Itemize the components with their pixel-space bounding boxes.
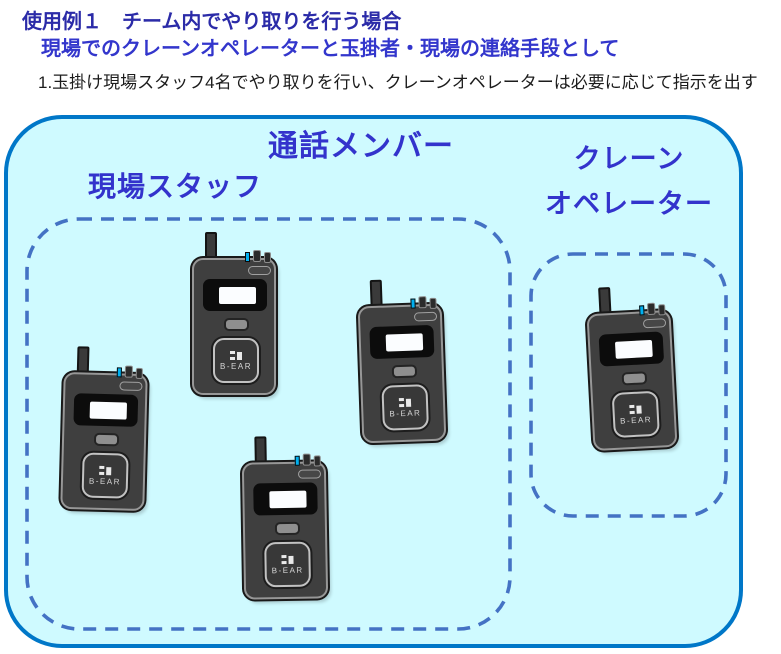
crane-operator-label: クレーン オペレーター (531, 137, 727, 227)
usage-example-note: 1.玉掛け現場スタッフ4名でやり取りを行い、クレーンオペレーターは必要に応じて指… (38, 73, 758, 92)
crane-operator-label-line2: オペレーター (545, 189, 713, 219)
group-boundaries (25, 217, 728, 631)
site-staff-label: 現場スタッフ (88, 171, 263, 202)
crane-operator-boundary (529, 252, 728, 518)
call-members-title: 通話メンバー (268, 130, 454, 163)
usage-example-title: 使用例１ チーム内でやり取りを行う場合 (22, 11, 402, 33)
call-members-panel: 通話メンバー 現場スタッフ クレーン オペレーター (4, 115, 743, 648)
crane-operator-label-line1: クレーン (573, 144, 685, 174)
site-staff-boundary (25, 217, 512, 631)
usage-example-subtitle: 現場でのクレーンオペレーターと玉掛者・現場の連絡手段として (41, 38, 620, 60)
